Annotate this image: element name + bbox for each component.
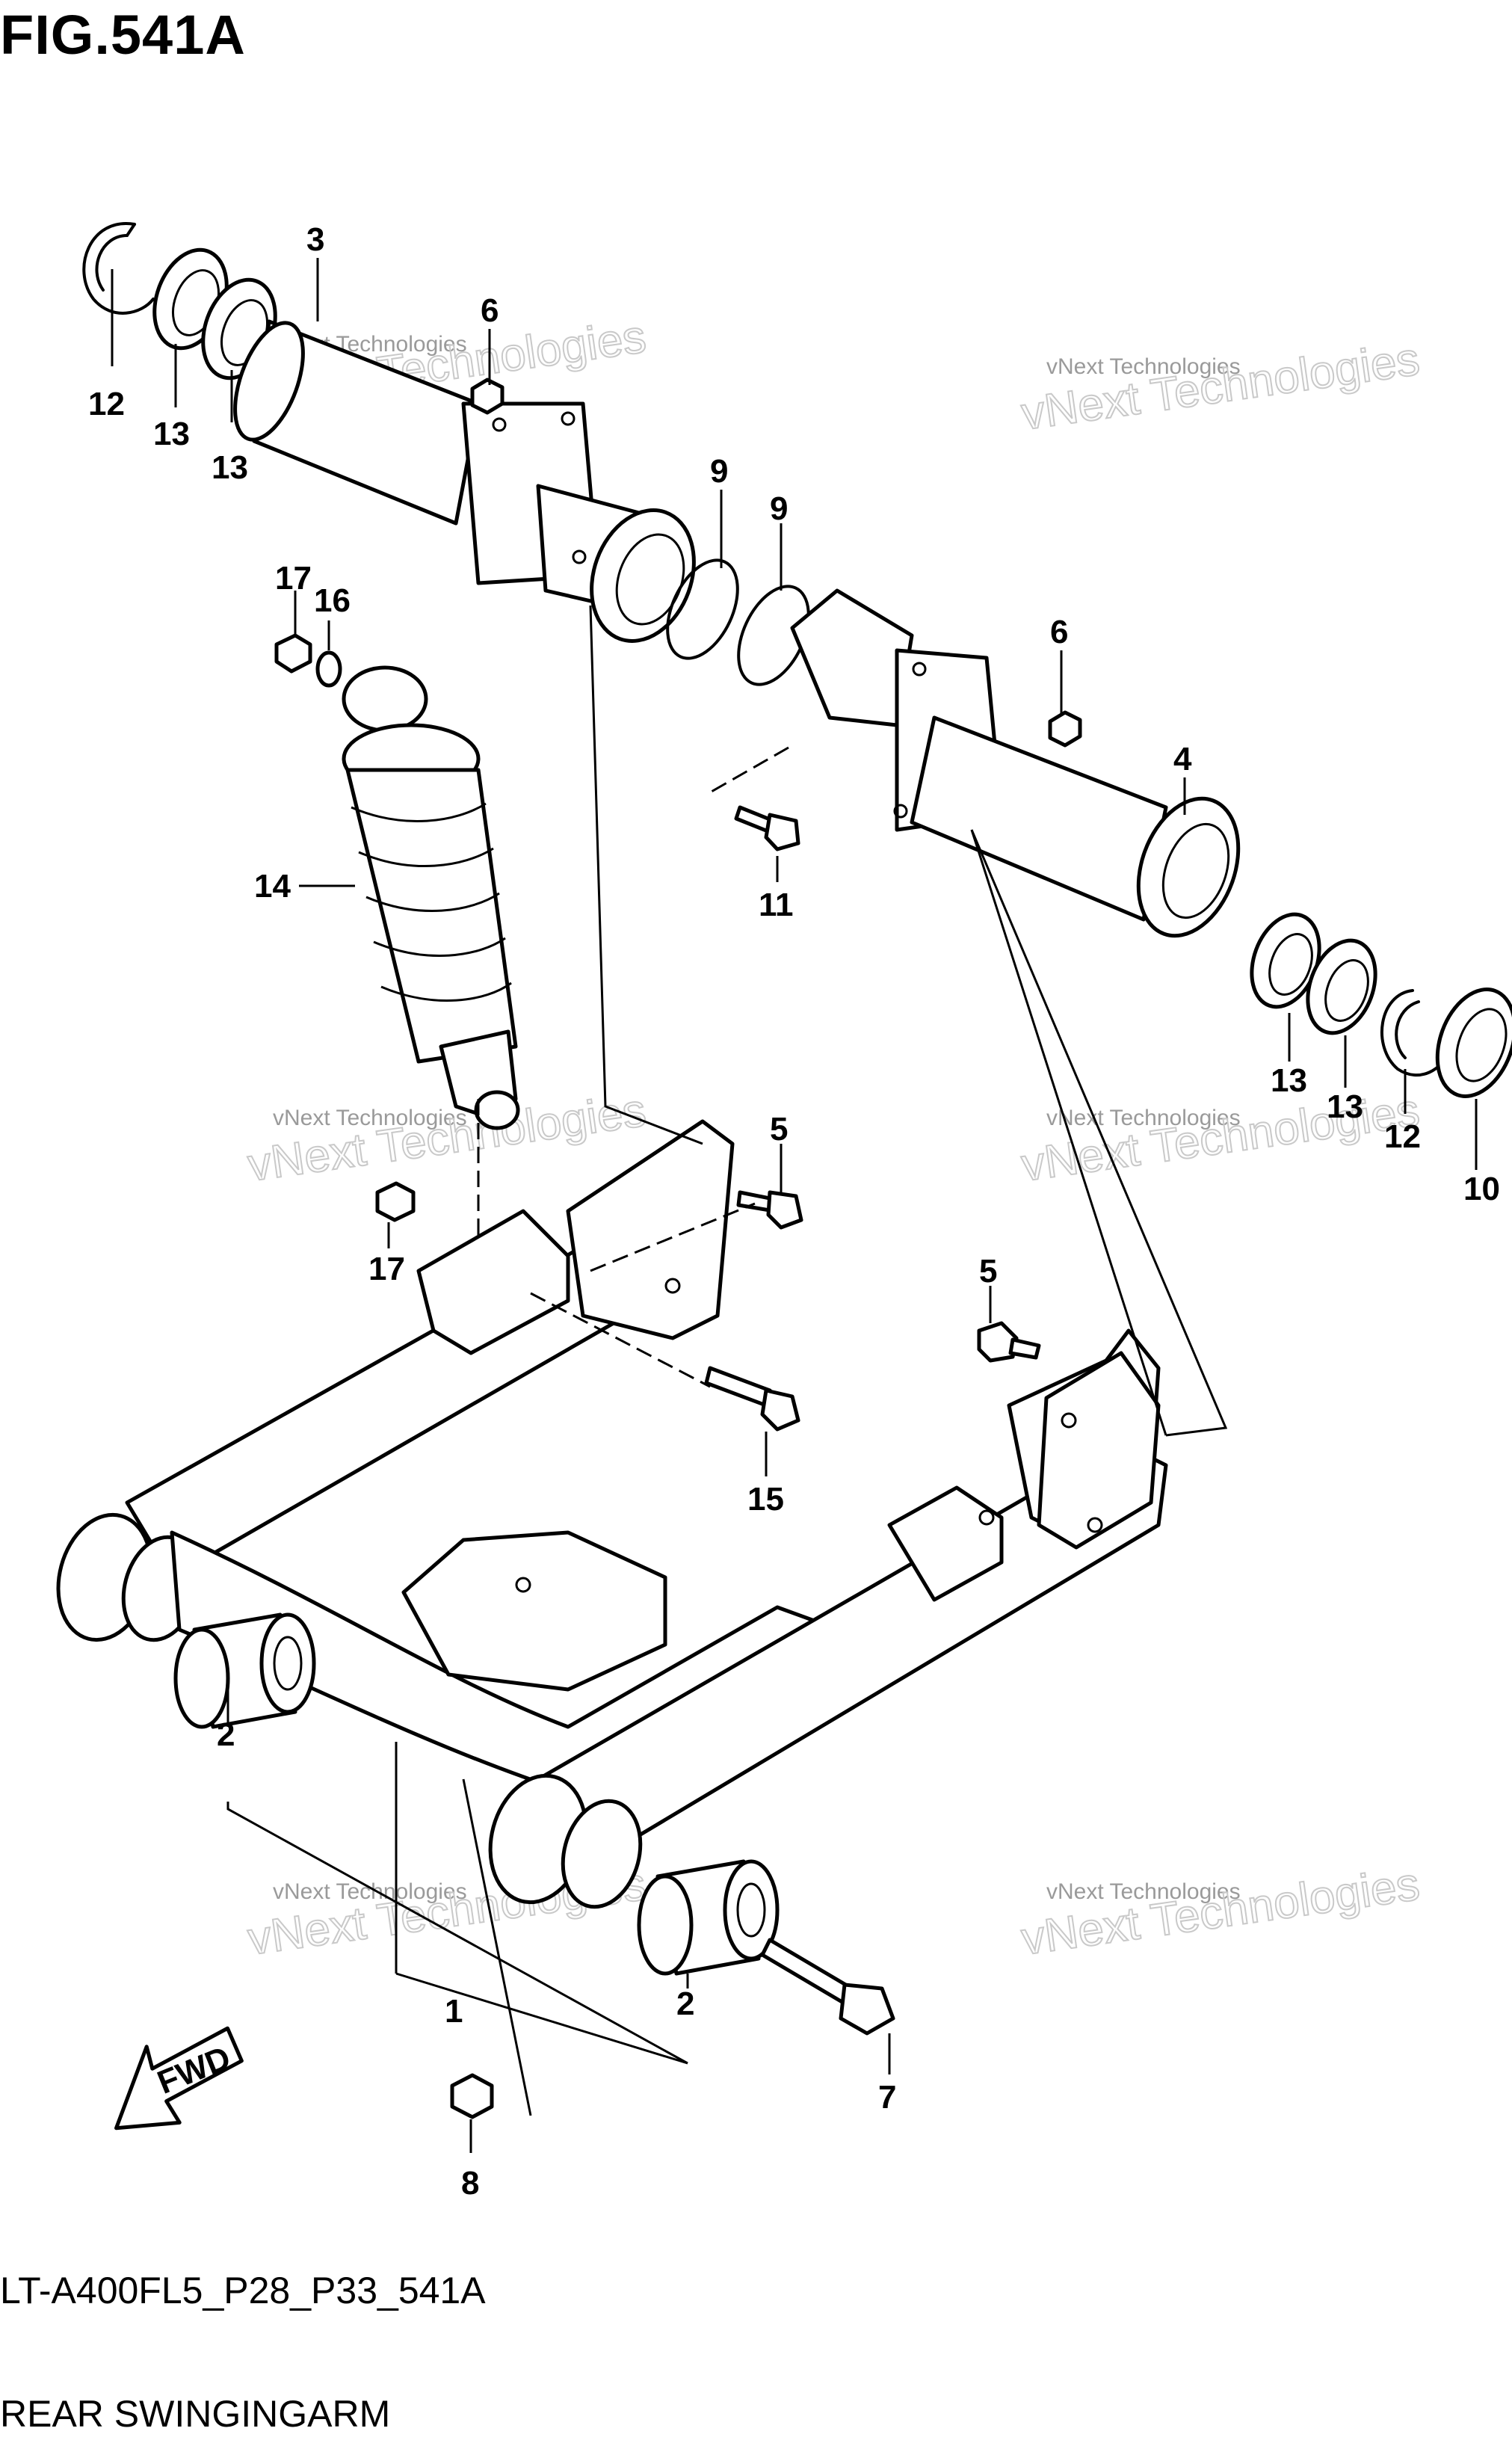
nut-17-top bbox=[274, 633, 312, 674]
bolt-7 bbox=[760, 1938, 895, 2036]
callout-13-right-a: 13 bbox=[1271, 1062, 1307, 1099]
callout-7: 7 bbox=[878, 2079, 896, 2116]
watermark-text: vNext Technologies bbox=[1046, 354, 1241, 379]
figure-title: FIG.541A bbox=[0, 4, 246, 66]
bushing-2-left bbox=[173, 1612, 316, 1729]
callout-2-right: 2 bbox=[676, 1986, 694, 2022]
bushing-2-right bbox=[637, 1859, 780, 1976]
bearing-13-right-a bbox=[1250, 912, 1321, 1009]
nut-6-right bbox=[1048, 710, 1082, 748]
callout-15: 15 bbox=[747, 1481, 784, 1518]
figure-code: LT-A400FL5_P28_P33_541A bbox=[0, 2270, 486, 2311]
callout-12-right: 12 bbox=[1384, 1118, 1421, 1155]
watermark-text: vNext Technologies bbox=[244, 1085, 649, 1192]
watermark-text: vNext Technologies bbox=[1018, 1858, 1422, 1965]
callout-17-top: 17 bbox=[275, 560, 312, 597]
callout-11: 11 bbox=[759, 887, 794, 923]
callout-3: 3 bbox=[306, 221, 324, 258]
callout-5-upper: 5 bbox=[770, 1111, 788, 1147]
pivot-shaft-4 bbox=[790, 588, 1241, 938]
watermark-text: vNext Technologies bbox=[1046, 1106, 1241, 1130]
callout-16: 16 bbox=[314, 582, 351, 619]
leader-lines bbox=[111, 258, 1478, 2153]
nut-17-lower bbox=[375, 1181, 416, 1222]
callout-17-lower: 17 bbox=[368, 1251, 405, 1287]
cover-10 bbox=[1435, 988, 1512, 1098]
callout-1: 1 bbox=[445, 1993, 463, 2030]
bearing-13-right-b bbox=[1306, 938, 1377, 1035]
callout-5-lower: 5 bbox=[979, 1253, 997, 1290]
watermark-text: vNext Technologies bbox=[1046, 1879, 1241, 1904]
callout-4: 4 bbox=[1173, 741, 1192, 777]
bolt-15 bbox=[704, 1366, 800, 1432]
callout-10: 10 bbox=[1463, 1171, 1500, 1207]
callout-9-b: 9 bbox=[770, 490, 788, 527]
bolt-5-lower bbox=[977, 1321, 1041, 1363]
pivot-shaft-3 bbox=[233, 319, 696, 643]
callout-13-left-a: 13 bbox=[153, 416, 190, 452]
watermark-text: vNext Technologies bbox=[1018, 333, 1422, 440]
nut-8 bbox=[450, 2073, 494, 2119]
callout-13-right-b: 13 bbox=[1327, 1088, 1363, 1125]
fwd-arrow: FWD bbox=[114, 2026, 244, 2131]
o-ring-9-a bbox=[666, 558, 739, 660]
shock-absorber-14 bbox=[342, 665, 520, 1130]
swingarm-1 bbox=[56, 1119, 1168, 1909]
callout-6-right: 6 bbox=[1050, 614, 1068, 650]
watermark-text: vNext Technologies bbox=[273, 1879, 467, 1904]
bolt-11 bbox=[734, 805, 800, 851]
callout-8: 8 bbox=[461, 2165, 479, 2202]
callout-6-top: 6 bbox=[481, 292, 499, 329]
callout-9-a: 9 bbox=[710, 453, 728, 490]
callout-14: 14 bbox=[254, 868, 291, 905]
callout-labels: 3 6 12 13 13 9 9 17 16 6 4 11 14 13 13 1… bbox=[88, 221, 1500, 2202]
bolt-5-upper bbox=[736, 1190, 803, 1230]
circlip-12-left bbox=[82, 222, 155, 315]
figure-name: REAR SWINGINGARM bbox=[0, 2393, 391, 2435]
callout-12-left: 12 bbox=[88, 386, 125, 422]
nut-6-top bbox=[470, 378, 504, 415]
washer-16 bbox=[315, 650, 342, 688]
watermark-text: vNext Technologies bbox=[273, 1106, 467, 1130]
callout-2-left: 2 bbox=[217, 1716, 235, 1753]
callout-13-left-b: 13 bbox=[212, 449, 248, 486]
